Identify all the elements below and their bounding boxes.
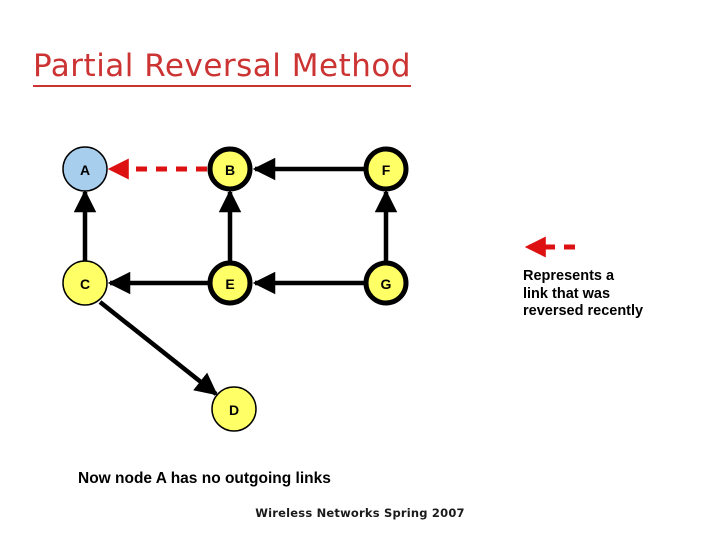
graph-node-g[interactable]: G: [363, 260, 409, 306]
legend-line-3: reversed recently: [523, 303, 644, 319]
node-a-label: A: [80, 162, 90, 178]
legend-arrow: [523, 236, 593, 258]
node-e-circle[interactable]: [207, 260, 253, 306]
node-e-label: E: [225, 276, 234, 292]
node-d-circle[interactable]: [211, 386, 257, 432]
node-c-circle[interactable]: [62, 260, 108, 306]
node-b-label: B: [225, 162, 235, 178]
node-c-label: C: [80, 276, 90, 292]
node-g-circle[interactable]: [363, 260, 409, 306]
legend-line-1: Represents a: [523, 268, 615, 284]
graph-nodes: A B F C E G: [62, 146, 409, 432]
page-title: Partial Reversal Method: [33, 48, 411, 87]
node-f-label: F: [382, 162, 391, 178]
red-dashed-left-arrow-icon: [524, 236, 575, 258]
graph-node-f[interactable]: F: [363, 146, 409, 192]
legend-line-2: link that was: [523, 285, 611, 302]
graph-node-a[interactable]: A: [62, 146, 108, 192]
node-f-circle[interactable]: [363, 146, 409, 192]
graph-node-d[interactable]: D: [211, 386, 257, 432]
page-title-text: Partial Reversal Method: [33, 48, 412, 84]
legend-block: Represents a link that was reversed rece…: [523, 268, 703, 321]
edge-c-to-d: [98, 300, 218, 396]
legend-caption: Represents a link that was reversed rece…: [523, 268, 703, 321]
slide-caption: Now node A has no outgoing links: [78, 470, 331, 487]
graph-node-b[interactable]: B: [207, 146, 253, 192]
node-d-label: D: [229, 402, 239, 418]
graph-edges: [73, 157, 398, 396]
graph-node-e[interactable]: E: [207, 260, 253, 306]
node-g-label: G: [381, 276, 392, 292]
slide-footer: Wireless Networks Spring 2007: [255, 506, 465, 520]
graph-node-c[interactable]: C: [62, 260, 108, 306]
node-b-circle[interactable]: [207, 146, 253, 192]
node-a-circle[interactable]: [62, 146, 108, 192]
title-underline: [33, 85, 411, 87]
